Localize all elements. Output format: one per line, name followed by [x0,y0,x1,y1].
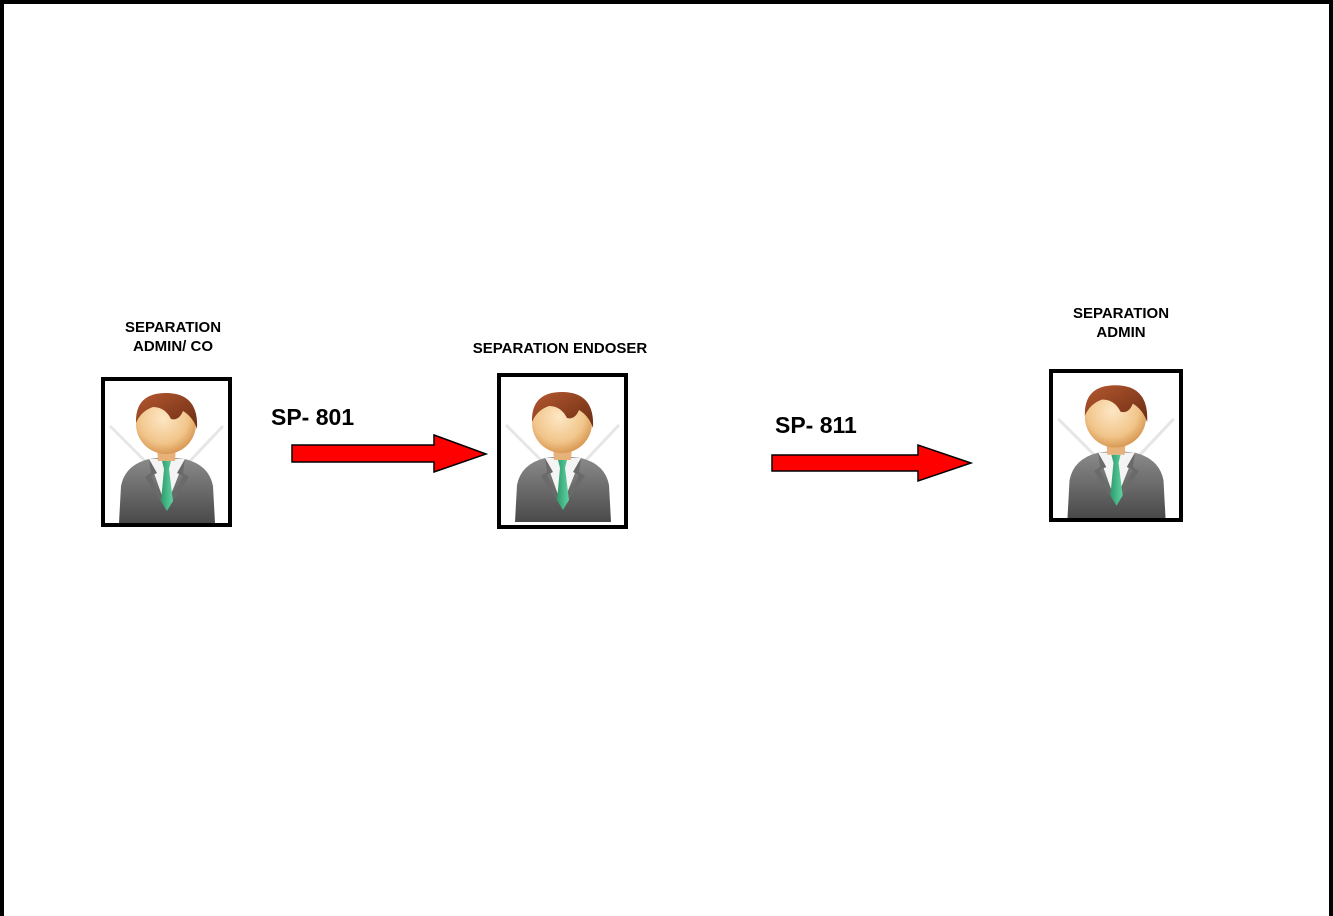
node-label-separation-admin-co: SEPARATION ADMIN/ CO [124,319,222,355]
arrow-right-icon [291,433,489,473]
node-portrait-separation-admin-co [101,377,232,527]
node-portrait-separation-admin [1049,369,1183,522]
user-icon [501,378,624,524]
node-label-separation-endoser: SEPARATION ENDOSER [472,340,648,357]
arrow-right-icon [771,443,974,483]
user-icon [105,381,228,523]
node-label-separation-admin: SEPARATION ADMIN [1072,305,1170,341]
user-icon [1053,373,1179,518]
edge-code-sp-811: SP- 811 [775,412,857,438]
edge-code-sp-801: SP- 801 [271,404,355,430]
node-portrait-separation-endoser [497,373,628,529]
